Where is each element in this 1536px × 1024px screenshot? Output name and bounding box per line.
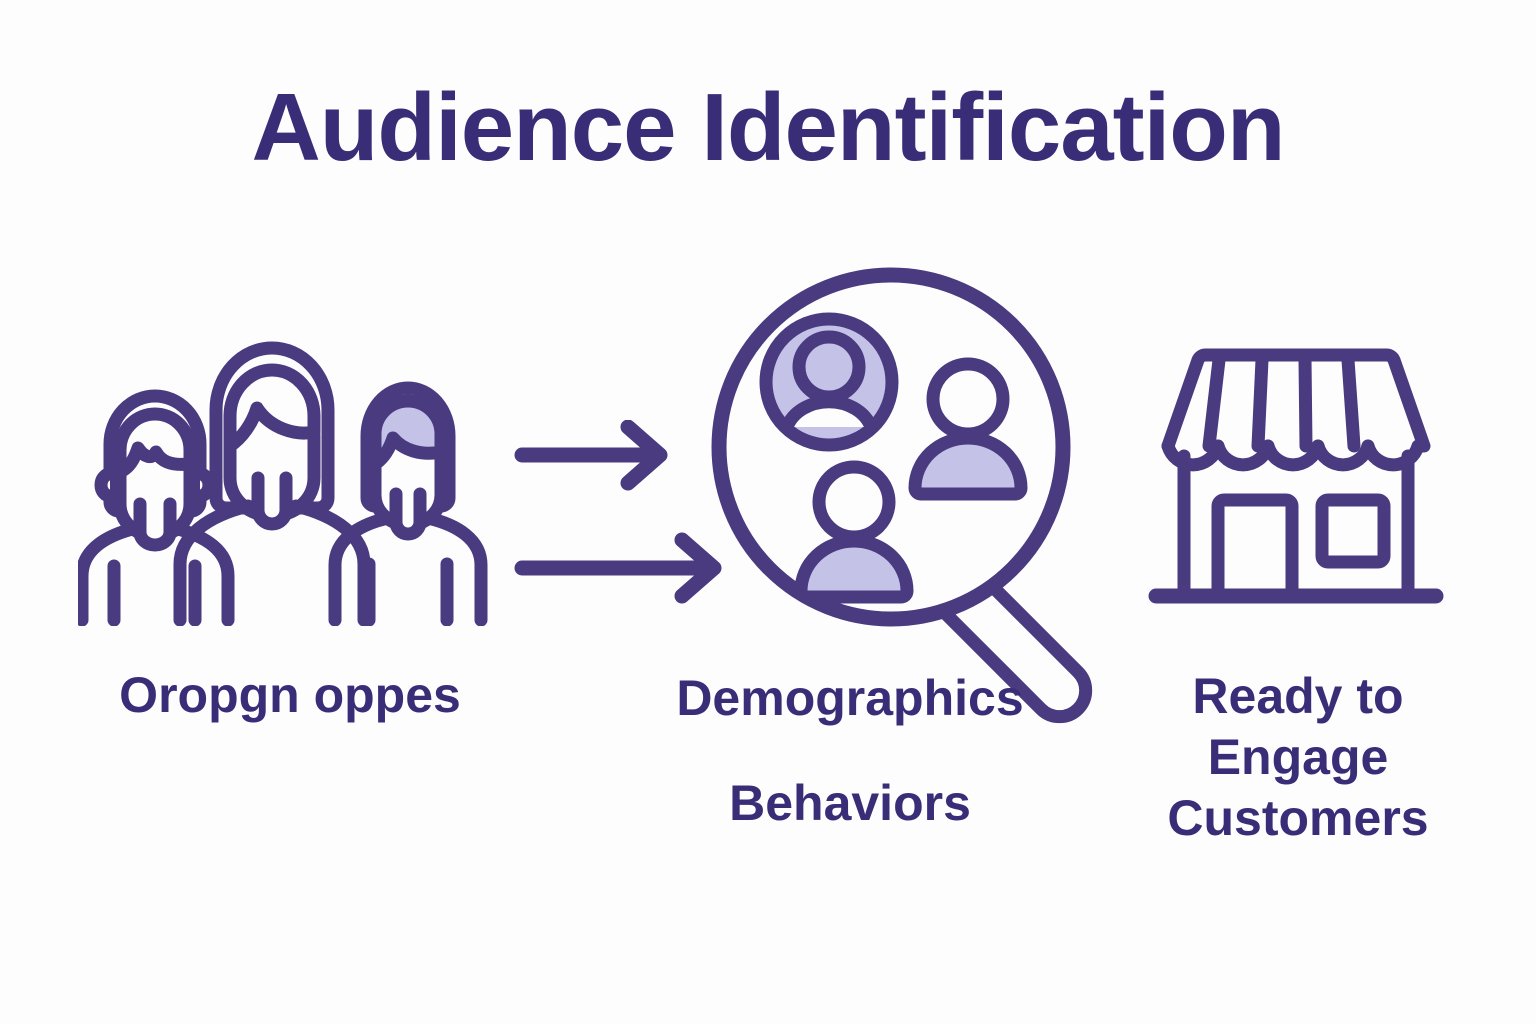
magnifying-glass-people-icon [706,262,1106,732]
caption-outcome-line1: Ready to [1192,668,1404,724]
page-title: Audience Identification [251,74,1285,181]
caption-audience-group: Oropgn oppes [119,667,461,723]
caption-outcome-line2: Engage [1207,729,1389,785]
caption-research-line1: Demographics [676,670,1024,726]
storefront-icon [1146,348,1446,616]
avatar-person-icon [908,357,1028,501]
caption-outcome-line3: Customers [1167,790,1429,846]
arrow-connectors [512,420,737,610]
three-people-icon [78,296,508,626]
caption-research: Demographics Behaviors [640,668,1060,834]
avatar-badge-icon [759,312,899,452]
avatar-person-icon [794,460,914,604]
arrow-right-icon [514,420,668,491]
caption-outcome: Ready to Engage Customers [1118,666,1478,849]
caption-research-line2: Behaviors [729,775,971,831]
arrow-right-icon [514,532,722,604]
